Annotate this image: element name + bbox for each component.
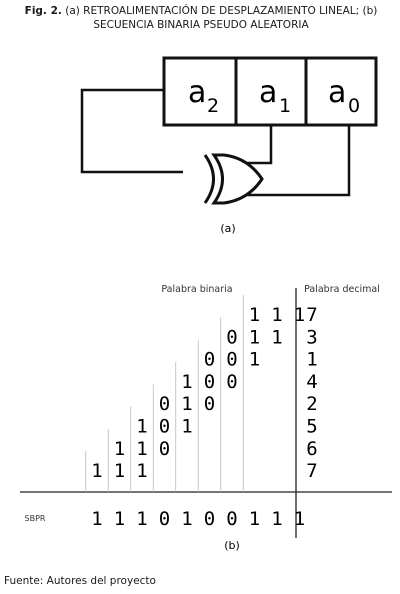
sbpr-bit: 1: [181, 508, 192, 530]
figure-caption: Fig. 2. (a) RETROALIMENTACIÓN DE DESPLAZ…: [8, 4, 394, 32]
lfsr-diagram: a 2 a 1 a 0 (a): [80, 56, 378, 235]
register-a2-base: a: [188, 75, 206, 110]
header-binary: Palabra binaria: [161, 284, 232, 295]
sbpr-bit: 1: [114, 508, 125, 530]
binary-bit: 0: [204, 349, 215, 371]
binary-bit: 1: [136, 416, 147, 438]
binary-bit: 1: [271, 304, 282, 326]
decimal-value: 7: [306, 304, 317, 326]
binary-bit: 0: [204, 393, 215, 415]
decimal-value: 7: [306, 460, 317, 482]
window-guides: [85, 295, 244, 492]
binary-bit: 1: [249, 326, 260, 348]
binary-bit: 1: [136, 438, 147, 460]
xor-gate: [203, 153, 264, 205]
diagram-a-label: (a): [220, 222, 235, 235]
binary-bit: 1: [181, 371, 192, 393]
binary-bit: 0: [226, 371, 237, 393]
register-a0-base: a: [328, 75, 346, 110]
diagram-b-label: (b): [224, 539, 240, 552]
decimal-value: 2: [306, 393, 317, 415]
binary-bit: 1: [136, 460, 147, 482]
sbpr-bit: 1: [249, 508, 260, 530]
sbpr-bit: 1: [91, 508, 102, 530]
binary-bit: 0: [226, 349, 237, 371]
register-a1-base: a: [259, 75, 277, 110]
header-decimal: Palabra decimal: [304, 284, 380, 295]
binary-bit: 0: [226, 326, 237, 348]
sbpr-label: SBPR: [25, 514, 46, 523]
decimal-value: 3: [306, 326, 317, 348]
binary-bit: 1: [181, 416, 192, 438]
register-block: [162, 56, 378, 127]
binary-bit: 1: [294, 304, 305, 326]
register-a1-sub: 1: [279, 95, 291, 117]
sbpr-bit: 1: [271, 508, 282, 530]
source-note: Fuente: Autores del proyecto: [4, 575, 156, 587]
sbpr-bit: 0: [204, 508, 215, 530]
sbpr-bit: 1: [136, 508, 147, 530]
caption-label: Fig. 2.: [24, 5, 62, 17]
binary-bit: 1: [91, 460, 102, 482]
binary-bit: 1: [114, 460, 125, 482]
decimal-value: 4: [306, 371, 317, 393]
register-a1: a 1: [259, 75, 291, 117]
register-a0-sub: 0: [348, 95, 360, 117]
register-a2-sub: 2: [207, 95, 219, 117]
register-a2: a 2: [188, 75, 219, 117]
sbpr-bit: 1: [294, 508, 305, 530]
binary-bit: 0: [159, 438, 170, 460]
decimal-value: 1: [306, 349, 317, 371]
binary-bit: 1: [114, 438, 125, 460]
sbpr-bit: 0: [159, 508, 170, 530]
sbpr-bit: 0: [226, 508, 237, 530]
binary-bit: 1: [249, 304, 260, 326]
binary-bit: 1: [271, 326, 282, 348]
binary-bit: 0: [204, 371, 215, 393]
decimal-value: 6: [306, 438, 317, 460]
binary-bit: 1: [181, 393, 192, 415]
binary-bit: 0: [159, 416, 170, 438]
binary-bit: 1: [249, 349, 260, 371]
caption-text: (a) RETROALIMENTACIÓN DE DESPLAZAMIENTO …: [65, 5, 378, 31]
decimal-value: 5: [306, 416, 317, 438]
register-a0: a 0: [328, 75, 360, 117]
binary-bit: 0: [159, 393, 170, 415]
